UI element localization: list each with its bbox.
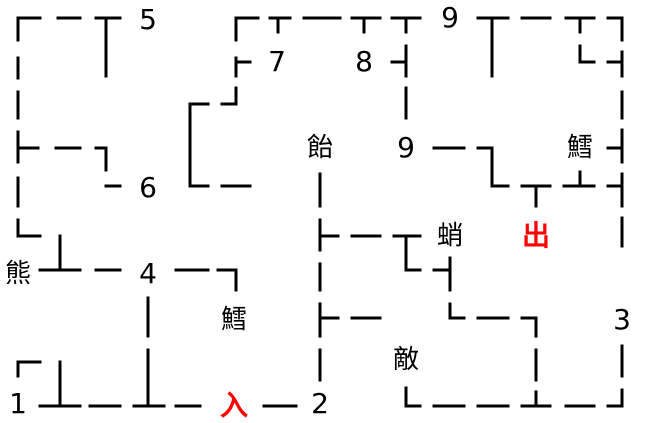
label-9-top: 9	[441, 1, 459, 34]
label-kuma: 熊	[4, 259, 31, 289]
label-tara-right: 鱈	[566, 133, 593, 163]
label-tara-left: 鱈	[220, 305, 247, 335]
label-yu: 蛸	[436, 221, 463, 251]
label-3: 3	[613, 303, 631, 336]
label-8: 8	[355, 45, 373, 78]
exit-marker: 出	[521, 219, 550, 252]
label-9-mid: 9	[397, 131, 415, 164]
label-2: 2	[311, 387, 329, 420]
label-1: 1	[9, 387, 27, 420]
entrance-marker: 入	[219, 389, 248, 422]
label-7: 7	[268, 45, 286, 78]
label-4: 4	[139, 257, 157, 290]
label-6: 6	[139, 171, 157, 204]
label-tai: 飴	[306, 133, 333, 163]
label-5: 5	[139, 3, 157, 36]
label-teki: 敵	[392, 345, 419, 375]
